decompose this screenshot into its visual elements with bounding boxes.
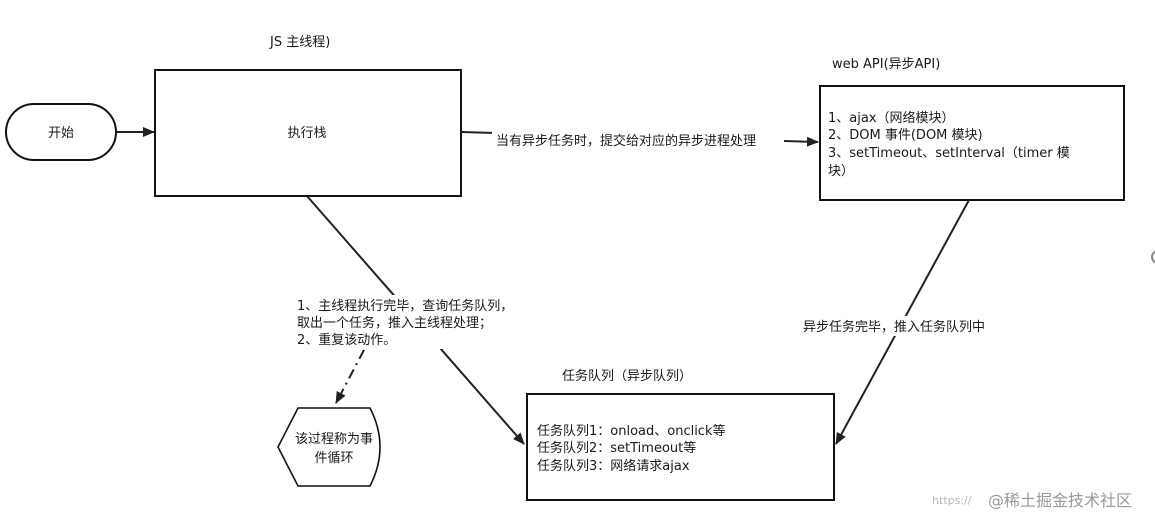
queue-note-line-3: 2、重复该动作。 [297,332,396,348]
task-queue-title: 任务队列（异步队列） [562,368,692,384]
webapi-line-2: 2、DOM 事件(DOM 模块) [828,128,983,143]
webapi-title: web API(异步API) [832,57,940,72]
webapi-line-3: 3、setTimeout、setInterval（timer 模 [828,146,1070,161]
js-main-title: JS 主线程) [269,35,330,50]
webapi-line-1: 1、ajax（网络模块） [828,110,955,126]
task-queue-line-2: 任务队列2：setTimeout等 [537,440,696,456]
edge-label-stack-to-webapi: 当有异步任务时，提交给对应的异步进程处理 [496,133,756,149]
edge-note-bg [294,295,530,349]
task-queue-line-1: 任务队列1：onload、onclick等 [537,423,726,439]
execution-stack-label: 执行栈 [287,126,326,141]
edge-label-webapi-to-queue: 异步任务完毕，推入任务队列中 [803,319,985,335]
event-loop-line-1: 该过程称为事 [295,432,373,447]
watermark-site: @稀土掘金技术社区 [988,491,1132,510]
queue-note-line-1: 1、主线程执行完毕，查询任务队列， [297,298,513,314]
event-loop-node: 该过程称为事 件循环 [277,407,381,487]
edge-fragment [1151,250,1155,264]
task-queue-line-3: 任务队列3：网络请求ajax [537,458,690,474]
webapi-node: 1、ajax（网络模块） 2、DOM 事件(DOM 模块) 3、setTimeo… [819,85,1125,201]
edge-note-to-event-loop [335,349,365,404]
watermark-url: https:// [932,494,972,507]
start-node: 开始 [5,103,117,161]
execution-stack-node: 执行栈 [154,69,462,197]
webapi-line-4: 块） [828,164,854,179]
queue-note-line-2: 取出一个任务，推入主线程处理； [297,315,492,331]
edge-label-bg [492,130,784,150]
start-label: 开始 [48,126,74,141]
edge-label-bg [798,316,1004,336]
task-queue-node: 任务队列1：onload、onclick等 任务队列2：setTimeout等 … [526,393,835,501]
event-loop-line-2: 件循环 [314,451,353,466]
